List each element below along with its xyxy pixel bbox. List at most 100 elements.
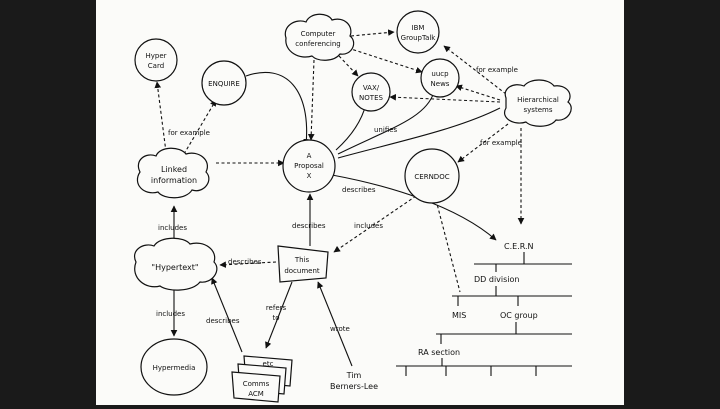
- node-hierarchical-systems-label: systems: [524, 106, 553, 114]
- label-includes: includes: [158, 224, 187, 232]
- docs-label-acm: ACM: [248, 390, 264, 398]
- node-cern: C.E.R.N: [504, 242, 534, 251]
- node-hypermedia: Hypermedia: [140, 338, 208, 396]
- edge-linked-hypercard: [154, 81, 167, 153]
- label-includes: includes: [156, 310, 185, 318]
- edge-hier-cerndoc: [457, 123, 509, 163]
- node-cerndoc: CERNDOC: [404, 148, 460, 204]
- node-hierarchical-systems-shape: [504, 79, 572, 127]
- edge-hier-ibm: [443, 45, 507, 95]
- node-computer-conferencing-label: conferencing: [295, 40, 340, 48]
- node-proposal-label: X: [307, 172, 312, 180]
- node-hypercard-shape: [134, 38, 178, 82]
- docs-label-comms: Comms: [243, 380, 270, 388]
- node-hypercard-label: Hyper: [145, 52, 166, 60]
- node-enquire: ENQUIRE: [201, 60, 247, 106]
- node-hypertext: "Hypertext": [134, 237, 218, 291]
- node-cerndoc-shape: [404, 148, 460, 204]
- edge-labels: for example for example for example unif…: [156, 66, 522, 333]
- label-describes: describes: [342, 186, 376, 194]
- node-ibm-grouptalk-label: GroupTalk: [401, 34, 437, 42]
- node-dd-division: DD division: [474, 275, 519, 284]
- edge-tim-doc: [317, 281, 353, 367]
- node-enquire-shape: [201, 60, 247, 106]
- node-vax-notes: VAX/ NOTES: [351, 72, 391, 112]
- node-uucp-news-label: uucp: [431, 70, 449, 78]
- document-page: C.E.R.N DD division MIS OC group RA sect…: [96, 0, 624, 405]
- docs-label-etc: etc: [263, 360, 274, 368]
- edge-doc-docs: [265, 281, 293, 349]
- node-this-document-label: This: [294, 256, 310, 264]
- node-ibm-grouptalk-label: IBM: [412, 24, 425, 32]
- node-proposal-label: A: [307, 152, 312, 160]
- docs-page-front: [231, 371, 281, 403]
- node-enquire-label: ENQUIRE: [208, 80, 240, 88]
- node-ra-section: RA section: [418, 348, 460, 357]
- node-tim: Tim Berners-Lee: [330, 371, 378, 391]
- edge-hier-uucp: [455, 84, 501, 101]
- label-for-example: for example: [168, 129, 210, 137]
- edge-conf-proposal: [307, 59, 315, 141]
- node-hypercard-label: Card: [148, 62, 164, 70]
- edges: [154, 29, 525, 367]
- node-computer-conferencing-label: Computer: [301, 30, 336, 38]
- node-linked-information: Linked information: [136, 147, 210, 199]
- node-hypertext-label: "Hypertext": [151, 263, 198, 272]
- label-for-example: for example: [480, 139, 522, 147]
- nodes: Hyper Card ENQUIRE Computer conferencing…: [134, 10, 572, 403]
- node-hypercard: Hyper Card: [134, 38, 178, 82]
- label-unifies: unifies: [374, 126, 398, 134]
- node-proposal: A Proposal X: [282, 139, 336, 193]
- node-computer-conferencing-shape: [284, 13, 355, 61]
- node-uucp-news: uucp News: [420, 58, 460, 98]
- node-oc-group: OC group: [500, 311, 538, 320]
- node-proposal-label: Proposal: [294, 162, 324, 170]
- edge-doc-hypertext: [219, 261, 277, 268]
- node-cerndoc-label: CERNDOC: [414, 173, 449, 181]
- edge-hier-vax: [389, 93, 501, 103]
- node-computer-conferencing: Computer conferencing: [284, 13, 355, 61]
- node-linked-information-label: information: [151, 176, 197, 185]
- node-hypertext-shape: [134, 237, 218, 291]
- node-hypermedia-label: Hypermedia: [153, 364, 196, 372]
- edge-conf-vax: [338, 55, 359, 77]
- node-hierarchical-systems: Hierarchical systems: [504, 79, 572, 127]
- label-describes: describes: [206, 317, 240, 325]
- edge-linked-enquire: [183, 99, 217, 155]
- label-refers-to: to: [272, 314, 279, 322]
- edge-conf-uucp: [347, 47, 423, 74]
- edge-cerndoc-mis: [435, 199, 461, 293]
- node-ibm-grouptalk: IBM GroupTalk: [396, 10, 440, 54]
- node-this-document: This document: [277, 245, 329, 283]
- edge-docs-hypertext: [211, 277, 243, 353]
- org-chart: C.E.R.N DD division MIS OC group RA sect…: [396, 242, 572, 376]
- node-ibm-grouptalk-shape: [396, 10, 440, 54]
- label-refers-to: refers: [266, 304, 287, 312]
- node-uucp-news-shape: [420, 58, 460, 98]
- node-hypermedia-shape: [140, 338, 208, 396]
- edge-enquire-proposal: [245, 71, 310, 146]
- node-linked-information-shape: [136, 147, 210, 199]
- node-tim-label: Tim: [346, 371, 362, 380]
- edge-cerndoc-doc: [333, 195, 417, 253]
- node-this-document-shape: [277, 245, 329, 283]
- node-this-document-label: document: [284, 267, 320, 275]
- node-uucp-news-label: News: [431, 80, 450, 88]
- label-wrote: wrote: [330, 325, 350, 333]
- node-mis: MIS: [452, 311, 466, 320]
- node-proposal-shape: [282, 139, 336, 193]
- mesh-diagram: C.E.R.N DD division MIS OC group RA sect…: [134, 10, 572, 403]
- node-linked-information-label: Linked: [161, 165, 187, 174]
- label-describes: describes: [292, 222, 326, 230]
- edge-unifies-uucp: [337, 91, 435, 155]
- edge-unifies-hier: [337, 107, 501, 159]
- label-describes: describes: [228, 258, 262, 266]
- label-for-example: for example: [476, 66, 518, 74]
- node-vax-notes-label: NOTES: [359, 94, 383, 102]
- node-docs-stack: etc Comms ACM: [231, 355, 293, 403]
- node-hierarchical-systems-label: Hierarchical: [517, 96, 559, 104]
- node-tim-label: Berners-Lee: [330, 382, 378, 391]
- edge-conf-ibm: [350, 29, 395, 37]
- node-vax-notes-shape: [351, 72, 391, 112]
